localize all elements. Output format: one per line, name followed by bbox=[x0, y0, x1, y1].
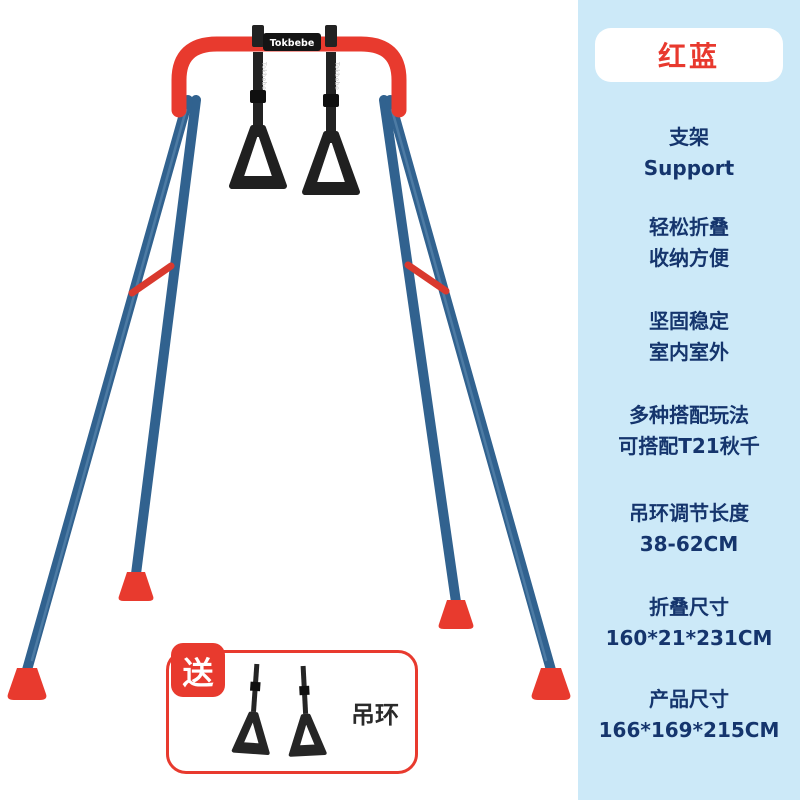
right-strap-buckle bbox=[323, 94, 339, 107]
brand-label-text: Tokbebe bbox=[270, 38, 315, 49]
feature-line2: Support bbox=[643, 156, 735, 180]
feature-line2: 室内室外 bbox=[649, 340, 729, 364]
feature-ring-length: 吊环调节长度 38-62CM bbox=[578, 498, 800, 560]
feature-line1: 多种搭配玩法 bbox=[629, 403, 749, 427]
gift-ring-left bbox=[231, 663, 270, 755]
gift-box: 送 吊环 bbox=[166, 643, 418, 774]
top-bar bbox=[171, 36, 407, 118]
front-left-leg-highlight bbox=[30, 108, 188, 662]
front-right-foot bbox=[531, 668, 571, 700]
feature-line2: 可搭配T21秋千 bbox=[618, 434, 760, 458]
illustration-area: Tokbebe Tokbebe Tokbebe 送 bbox=[7, 25, 571, 774]
feature-combinations: 多种搭配玩法 可搭配T21秋千 bbox=[578, 400, 800, 462]
feature-line2: 166*169*215CM bbox=[598, 718, 780, 742]
left-ring-handle bbox=[229, 125, 287, 189]
info-panel: 红蓝 支架 Support 轻松折叠 收纳方便 坚固稳定 室内室外 多种搭配玩法… bbox=[578, 0, 800, 800]
left-strap-brand-text: Tokbebe bbox=[260, 61, 267, 90]
feature-line1: 轻松折叠 bbox=[649, 215, 729, 239]
feature-line1: 产品尺寸 bbox=[649, 687, 729, 711]
feature-line2: 收纳方便 bbox=[649, 246, 729, 270]
feature-folded-size: 折叠尺寸 160*21*231CM bbox=[578, 592, 800, 654]
right-cross-brace bbox=[404, 261, 450, 295]
feature-line1: 折叠尺寸 bbox=[649, 595, 729, 619]
feature-line2: 38-62CM bbox=[639, 532, 739, 556]
gift-ring-right bbox=[288, 665, 327, 757]
back-left-leg bbox=[131, 95, 201, 579]
right-strap-brand-text: Tokbebe bbox=[333, 61, 340, 90]
feature-support: 支架 Support bbox=[578, 122, 800, 184]
right-strap-loop bbox=[325, 25, 337, 47]
back-right-leg bbox=[379, 95, 461, 607]
feature-line1: 吊环调节长度 bbox=[629, 501, 749, 525]
right-ring-handle bbox=[302, 131, 360, 195]
feature-line1: 坚固稳定 bbox=[649, 309, 729, 333]
feature-foldable: 轻松折叠 收纳方便 bbox=[578, 212, 800, 274]
feature-line1: 支架 bbox=[669, 125, 709, 149]
gift-label: 吊环 bbox=[351, 700, 399, 729]
brand-label bbox=[263, 33, 321, 51]
right-strap bbox=[326, 52, 336, 134]
gift-badge: 送 bbox=[171, 643, 225, 697]
variant-badge: 红蓝 bbox=[595, 28, 783, 82]
swing-frame-illustration: Tokbebe Tokbebe Tokbebe bbox=[7, 25, 571, 700]
feature-sturdy: 坚固稳定 室内室外 bbox=[578, 306, 800, 368]
feature-line2: 160*21*231CM bbox=[605, 626, 773, 650]
front-right-leg-highlight bbox=[390, 108, 548, 662]
feature-product-size: 产品尺寸 166*169*215CM bbox=[578, 684, 800, 746]
left-strap-loop bbox=[252, 25, 264, 47]
front-left-foot bbox=[7, 668, 47, 700]
left-cross-brace bbox=[128, 262, 175, 297]
back-left-foot bbox=[118, 572, 154, 601]
gift-rings-illustration bbox=[231, 663, 327, 757]
back-right-foot bbox=[438, 600, 474, 629]
left-strap-buckle bbox=[250, 90, 266, 103]
